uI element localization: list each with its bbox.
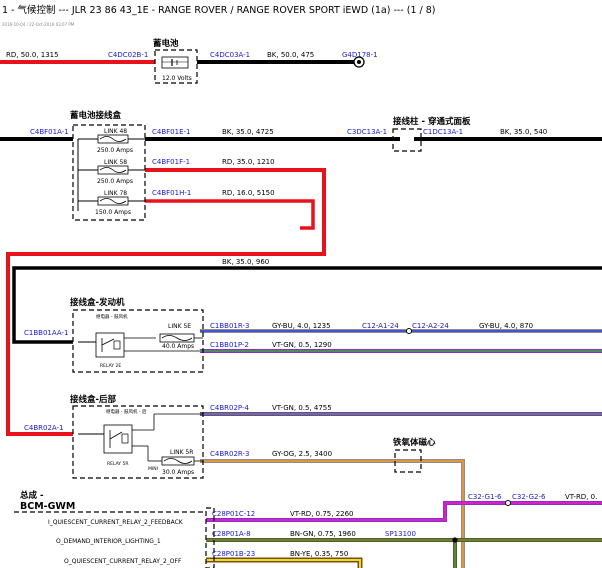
rear-out2-connector[interactable]: C4BR02R-3 [210, 450, 249, 458]
bcm-inline-connector[interactable] [505, 500, 511, 506]
rear-box [72, 405, 204, 479]
engine-link-name: LINK 5E [168, 323, 191, 330]
bcm-row1-connector[interactable]: C28P01C-12 [212, 510, 255, 518]
link78-name: LINK 78 [104, 190, 127, 197]
link78-rating: 150.0 Amps [95, 209, 131, 216]
battery-title: 蓄电池 [153, 38, 179, 49]
engine-out1-inline-connector[interactable] [406, 328, 412, 334]
wire-link78[interactable] [145, 199, 315, 230]
engine-out1-mid1[interactable]: C12-A1-24 [362, 322, 399, 330]
bcm-splice-point[interactable] [452, 537, 458, 543]
rear-link-rating: 30.0 Amps [162, 469, 194, 476]
terminal-right-connector[interactable]: C1DC13A-1 [423, 128, 463, 136]
engine-link-rating: 40.0 Amps [162, 343, 194, 350]
bcm-row2-connector[interactable]: C28P01A-8 [212, 530, 251, 538]
terminal-wire: BK, 35.0, 540 [500, 128, 547, 136]
bcm-splice-label[interactable]: SP13100 [385, 530, 416, 538]
battery-volts: 12.0 Volts [162, 75, 192, 82]
ground-connector[interactable]: G4D178-1 [342, 51, 378, 59]
rear-box-title: 接线盒-后部 [70, 394, 117, 405]
rear-in-connector[interactable]: C4BR02A-1 [24, 424, 64, 432]
battery-right-wire: BK, 50.0, 475 [267, 51, 314, 59]
terminal-left-connector[interactable]: C3DC13A-1 [347, 128, 387, 136]
rear-relay-label: RELAY 5R [107, 461, 128, 467]
bcm-row3-connector[interactable]: C28P01B-23 [212, 550, 255, 558]
engine-out1-wire: GY-BU, 4.0, 1235 [272, 322, 331, 330]
link58-wire: RD, 35.0, 1210 [222, 158, 275, 166]
bcm-row1-wire: VT-RD, 0.75, 2260 [290, 510, 354, 518]
rear-relay-title: 继电器 - 鼓风机 - 后 [106, 408, 147, 415]
engine-relay-title: 继电器 - 鼓风机 [96, 313, 128, 320]
link48-wire: BK, 35.0, 4725 [222, 128, 274, 136]
bcm-right-wire: VT-RD, 0. [565, 493, 597, 501]
bcm-row1-signal: I_QUIESCENT_CURRENT_RELAY_2_FEEDBACK [48, 519, 184, 526]
link58-rating: 250.0 Amps [97, 178, 133, 185]
rear-mini-label: MINI [148, 466, 158, 472]
terminal-title: 接线柱 - 穿通式面板 [393, 116, 471, 127]
page-title: 1 - 气候控制 --- JLR 23 86 43_1E - RANGE ROV… [2, 5, 436, 16]
engine-out2-connector[interactable]: C1BB01P-2 [210, 341, 249, 349]
engine-relay-label: RELAY 2E [100, 363, 121, 369]
wire-rear-out2-orange[interactable] [200, 460, 464, 568]
wire-bk-feed[interactable] [12, 266, 602, 344]
bcm-mid1[interactable]: C32-G1-6 [468, 493, 502, 501]
link58-name: LINK 58 [104, 159, 127, 166]
ferrite-box [394, 449, 422, 473]
bk-feed-wire: BK, 35.0, 960 [222, 258, 269, 266]
link48-name: LINK 48 [104, 128, 127, 135]
bcm-mid2[interactable]: C32-G2-6 [512, 493, 546, 501]
wire-link58[interactable] [6, 168, 326, 436]
terminal-box [392, 128, 422, 152]
link78-wire: RD, 16.0, 5150 [222, 189, 275, 197]
rear-out1-connector[interactable]: C4BR02P-4 [210, 404, 250, 412]
bcm-row2-wire: BN-GN, 0.75, 1960 [290, 530, 356, 538]
link78-connector[interactable]: C4BF01H-1 [152, 189, 191, 197]
ferrite-title: 铁氧体磁心 [393, 437, 436, 448]
battery-box [154, 49, 198, 84]
link48-connector[interactable]: C4BF01E-1 [152, 128, 190, 136]
engine-in-connector[interactable]: C1BB01AA-1 [24, 329, 68, 337]
engine-box [72, 309, 204, 373]
junction-box [72, 124, 146, 221]
bcm-title-line2: BCM-GWM [20, 501, 75, 512]
wire-bcm-row3[interactable] [206, 557, 363, 568]
bcm-row3-signal: O_QUIESCENT_CURRENT_RELAY_2_OFF [64, 558, 182, 565]
engine-out1-mid2[interactable]: C12-A2-24 [412, 322, 449, 330]
rear-out1-wire: VT-GN, 0.5, 4755 [272, 404, 332, 412]
bcm-row3-wire: BN-YE, 0.35, 750 [290, 550, 348, 558]
link58-connector[interactable]: C4BF01F-1 [152, 158, 190, 166]
battery-cell [161, 56, 189, 69]
wire-bcm-row1[interactable] [206, 501, 602, 522]
bcm-box [205, 507, 215, 568]
bcm-row2-signal: O_DEMAND_INTERIOR_LIGHTING_1 [56, 538, 161, 545]
junction-box-title: 蓄电池接线盒 [70, 110, 122, 121]
engine-box-title: 接线盒-发动机 [70, 297, 125, 308]
engine-out2-wire: VT-GN, 0.5, 1290 [272, 341, 332, 349]
battery-left-wire: RD, 50.0, 1315 [6, 51, 59, 59]
rear-out2-wire: GY-OG, 2.5, 3400 [272, 450, 332, 458]
link48-rating: 250.0 Amps [97, 147, 133, 154]
engine-out1-connector[interactable]: C1BB01R-3 [210, 322, 249, 330]
jb-in-connector[interactable]: C4BF01A-1 [30, 128, 69, 136]
page-subtitle: 2016-10-04 / 22-Oct-2016 03:07 PM [2, 22, 75, 27]
battery-right-connector[interactable]: C4DC03A-1 [210, 51, 250, 59]
bcm-title-line1: 总成 - [20, 490, 44, 501]
engine-out1-wire2: GY-BU, 4.0, 870 [479, 322, 533, 330]
rear-link-name: LINK 5R [170, 449, 193, 456]
battery-left-connector[interactable]: C4DC02B-1 [108, 51, 148, 59]
